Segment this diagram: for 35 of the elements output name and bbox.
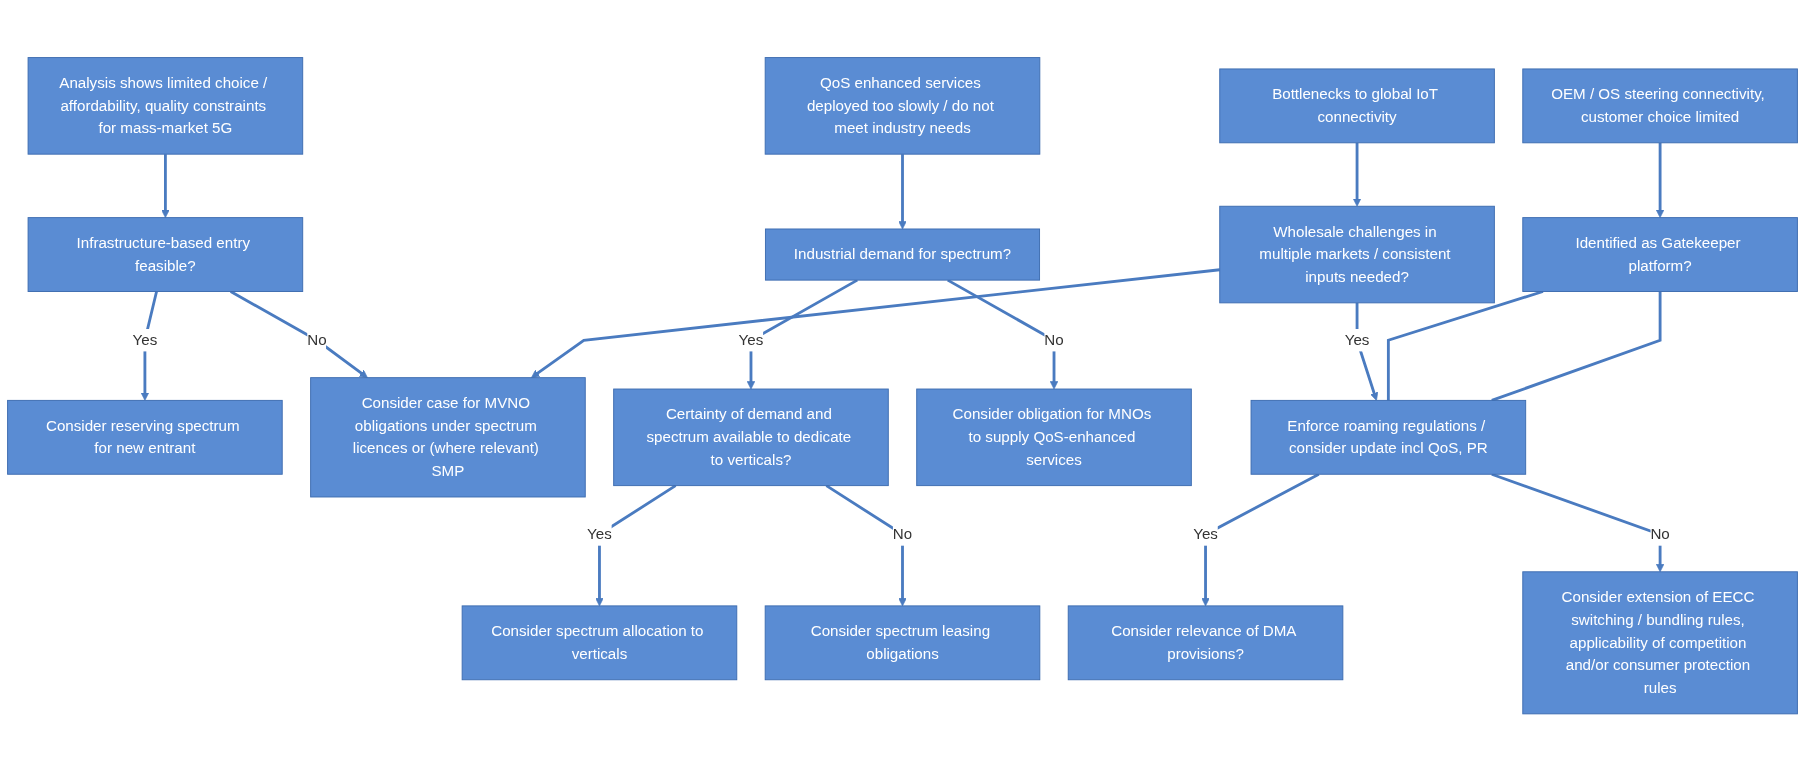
node-box: Certainty of demand and spectrum available to dedicate to verticals? [613,388,889,486]
edge-label: No [307,331,327,348]
arrow [898,153,907,230]
arrow [1352,142,1362,207]
edge-label: No [1650,525,1670,542]
edge-label: Yes [132,331,158,348]
edge-label: Yes [738,331,764,348]
edge-label: Yes [1193,525,1218,542]
connector [1491,291,1662,402]
edge-label: Yes [1344,331,1370,348]
node-box: Consider relevance of DMA provisions? [1067,605,1344,680]
node-box: Bottlenecks to global IoT connectivity [1219,68,1495,144]
arrow [947,278,1059,390]
node-box: Consider spectrum allocation to verticals [461,605,738,680]
node-box: Wholesale challenges in multiple markets / consistent inputs needed? [1219,205,1495,304]
node-box: Consider case for MVNO obligations under spectrum licences or (where relevant) SMP [310,376,586,498]
arrow [825,484,907,607]
edge-label: No [892,525,913,542]
arrow [1655,142,1665,218]
node-box: Consider obligation for MNOs to supply QoS-enhanced services [916,388,1192,486]
node-box: Enforce roaming regulations / consider update incl QoS, PR [1250,399,1527,475]
node-box: Industrial demand for spectrum? [764,228,1041,281]
node-box: Analysis shows limited choice / affordability, quality constraints for mass-market 5G [27,56,304,155]
node-box: Consider extension of EECC switching / bundling rules, applicability of competition and/or consumer protection rules [1522,571,1798,715]
node-box: Infrastructure-based entry feasible? [27,216,304,292]
node-box: Identified as Gatekeeper platform? [1522,216,1798,292]
node-box: Consider spectrum leasing obligations [764,605,1041,680]
arrow [161,153,170,218]
edge-label: Yes [587,525,612,542]
node-box: OEM / OS steering connectivity, customer choice limited [1522,68,1798,144]
edge-label: No [1044,331,1064,348]
arrow [531,268,1220,378]
node-box: Consider reserving spectrum for new entrant [7,399,283,475]
arrow [230,290,368,378]
node-box: QoS enhanced services deployed too slowly / do not meet industry needs [764,56,1041,155]
